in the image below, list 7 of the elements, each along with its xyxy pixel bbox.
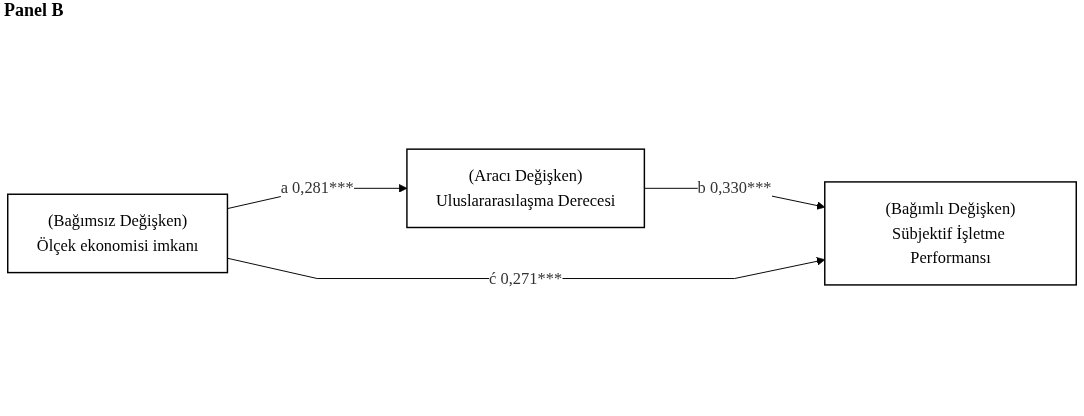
edge-label: b 0,330***	[697, 178, 772, 198]
node-box: (Bağımlı Değişken) Sübjektif İşletme Performansı	[824, 181, 1077, 286]
node-box: (Bağımsız Değişken) Ölçek ekonomisi imkanı	[7, 193, 229, 274]
panel-title: Panel B	[4, 0, 64, 21]
node-box: (Aracı Değişken) Uluslararasılaşma Derecesi	[406, 148, 646, 229]
edge-label: a 0,281***	[280, 178, 354, 198]
edge-label: ć 0,271***	[489, 269, 563, 288]
